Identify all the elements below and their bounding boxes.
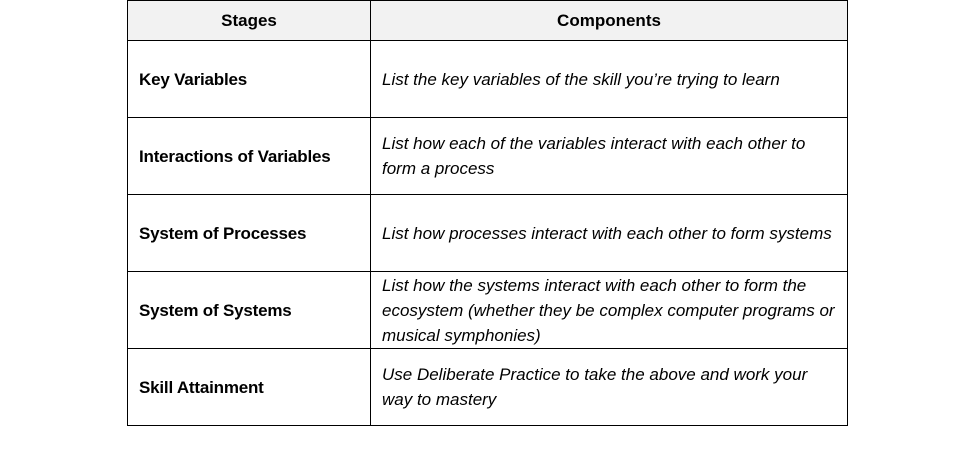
stage-cell: Skill Attainment	[127, 348, 371, 426]
component-cell: List how each of the variables interact …	[370, 117, 848, 195]
header-stages: Stages	[127, 0, 371, 41]
header-components: Components	[370, 0, 848, 41]
stage-cell: Interactions of Variables	[127, 117, 371, 195]
table-header: Stages Components	[127, 0, 848, 41]
table-row: System of Systems List how the systems i…	[127, 271, 848, 349]
header-row: Stages Components	[127, 0, 848, 41]
stages-table-container: Stages Components Key Variables List the…	[127, 0, 848, 426]
component-cell: List the key variables of the skill you’…	[370, 40, 848, 118]
table-row: System of Processes List how processes i…	[127, 194, 848, 272]
table-row: Interactions of Variables List how each …	[127, 117, 848, 195]
table-row: Skill Attainment Use Deliberate Practice…	[127, 348, 848, 426]
component-cell: List how the systems interact with each …	[370, 271, 848, 349]
stage-cell: Key Variables	[127, 40, 371, 118]
stage-cell: System of Processes	[127, 194, 371, 272]
stages-table: Stages Components Key Variables List the…	[127, 0, 848, 426]
stage-cell: System of Systems	[127, 271, 371, 349]
table-row: Key Variables List the key variables of …	[127, 40, 848, 118]
component-cell: List how processes interact with each ot…	[370, 194, 848, 272]
component-cell: Use Deliberate Practice to take the abov…	[370, 348, 848, 426]
table-body: Key Variables List the key variables of …	[127, 40, 848, 426]
